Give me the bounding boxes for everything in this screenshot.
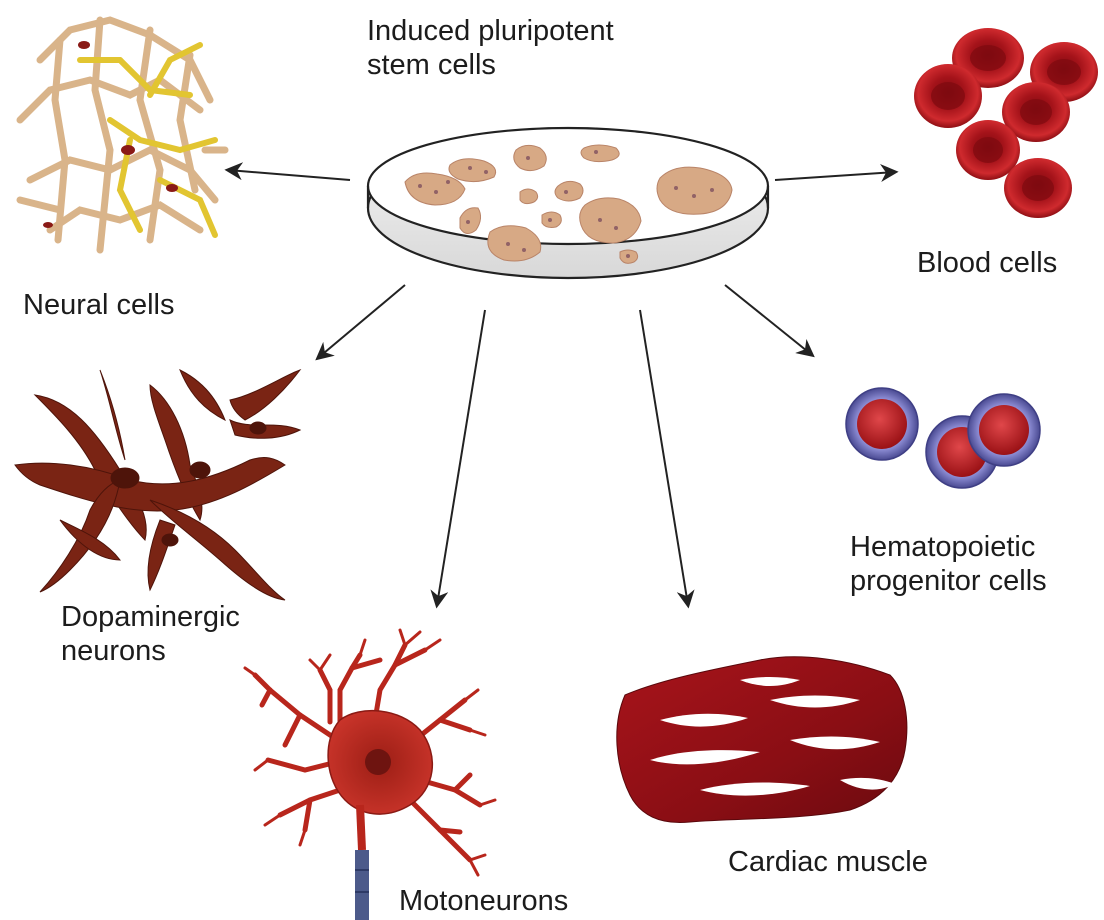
hematopoietic-cells-icon [845,387,1041,489]
hematopoietic-label: Hematopoietic progenitor cells [850,531,1047,597]
arrow-to-hematopoietic [724,284,815,358]
petri-dish-icon [366,126,770,280]
dopaminergic-neurons-label: Dopaminergic neurons [61,601,240,667]
axon-myelin [355,850,369,920]
progenitor-cell [845,387,919,461]
cardiac-muscle-label: Cardiac muscle [728,846,928,878]
red-blood-cell [956,120,1020,180]
arrow-to-cardiac [639,309,695,609]
colony-speckles [418,150,714,258]
neural-cells-label: Neural cells [23,289,175,321]
red-blood-cell [1002,82,1070,142]
stem-cell-colonies [404,144,733,264]
progenitor-cell [967,393,1041,467]
cardiac-muscle-icon [616,656,908,824]
arrow-to-motoneurons [430,309,486,609]
arrow-to-dopaminergic [315,284,406,361]
red-blood-cell [1004,158,1072,218]
motoneurons-label: Motoneurons [399,885,569,917]
cardiac-striations [650,677,895,796]
blood-cells-icon [914,28,1098,218]
neural-cells-icon [16,16,229,254]
red-blood-cell [914,64,982,128]
dopaminergic-neurons-icon [14,368,302,601]
arrows [224,162,899,609]
motoneuron-icon [243,628,497,920]
arrow-to-blood [774,163,899,182]
blood-cells-label: Blood cells [917,247,1058,279]
arrow-to-neural [224,162,351,181]
source-label: Induced pluripotent stem cells [367,15,614,81]
